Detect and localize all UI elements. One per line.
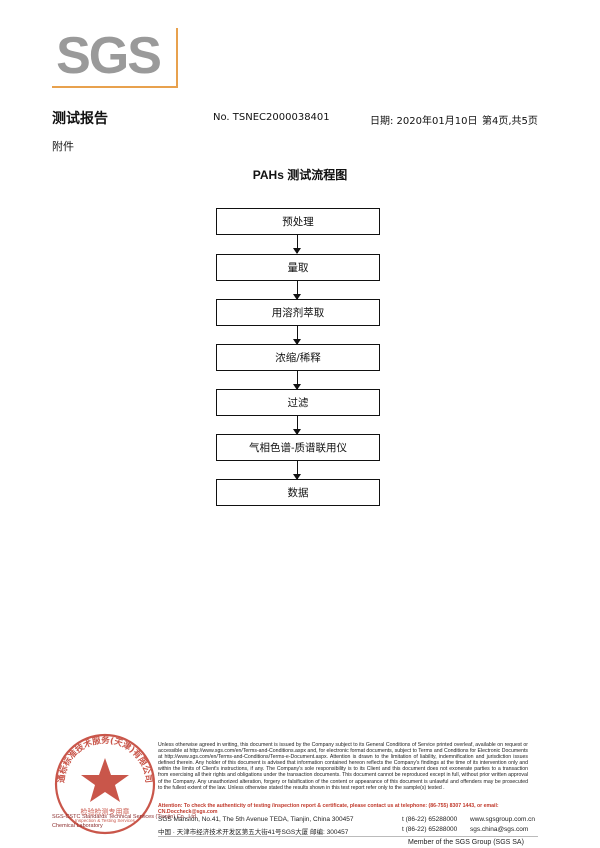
flow-step-measure: 量取 <box>216 254 380 281</box>
flow-arrow <box>293 461 301 480</box>
email-link[interactable]: sgs.china@sgs.com <box>470 826 529 833</box>
telephone-cn: t (86-22) 65288000 <box>402 826 458 833</box>
member-note: Member of the SGS Group (SGS SA) <box>408 839 524 846</box>
footer-terms: Unless otherwise agreed in writing, this… <box>158 742 528 791</box>
attachment-label: 附件 <box>52 140 74 153</box>
logo-underline <box>52 86 178 88</box>
lab-name-en: SGS-CSTC Standards Technical Services (T… <box>52 814 198 820</box>
page-indicator: 第4页,共5页 <box>482 116 538 127</box>
address-english: SGS Mansion, No.41, The 5th Avenue TEDA,… <box>158 816 354 823</box>
flow-step-data: 数据 <box>216 479 380 506</box>
sgs-logo-text: SGS <box>56 27 162 85</box>
telephone-en: t (86-22) 65288000 <box>402 816 458 823</box>
company-seal: 通标标准技术服务(天津)有限公司 检验检测专用章 Inspection & Te… <box>54 733 156 835</box>
logo-side-line <box>176 28 178 88</box>
seal-sub-text: Inspection & Testing Services <box>75 818 136 823</box>
flow-step-extraction: 用溶剂萃取 <box>216 299 380 326</box>
flow-arrow <box>293 235 301 254</box>
flow-step-gcms: 气相色谱-质谱联用仪 <box>216 434 380 461</box>
sgs-logo: SGS <box>52 27 178 88</box>
report-title: 测试报告 <box>52 111 108 127</box>
flow-step-filter: 过滤 <box>216 389 380 416</box>
star-icon <box>81 758 129 802</box>
flow-arrow <box>293 281 301 300</box>
report-date: 日期: 2020年01月10日 <box>370 116 478 127</box>
lab-name-line2: Chemical Laboratory <box>52 823 103 829</box>
address-chinese: 中国 · 天津市经济技术开发区第五大街41号SGS大厦 邮编: 300457 <box>158 829 349 836</box>
report-number: No. TSNEC2000038401 <box>213 112 330 123</box>
flow-step-concentrate-dilute: 浓缩/稀释 <box>216 344 380 371</box>
flow-arrow <box>293 371 301 390</box>
seal-center-text: 检验检测专用章 <box>81 807 130 816</box>
flow-arrow <box>293 416 301 435</box>
footer-divider <box>158 836 538 837</box>
flow-arrow <box>293 326 301 345</box>
flowchart-title: PAHs 测试流程图 <box>252 168 348 182</box>
footer-attention: Attention: To check the authenticity of … <box>158 803 499 815</box>
flow-step-pretreatment: 预处理 <box>216 208 380 235</box>
website-link[interactable]: www.sgsgroup.com.cn <box>470 816 536 823</box>
